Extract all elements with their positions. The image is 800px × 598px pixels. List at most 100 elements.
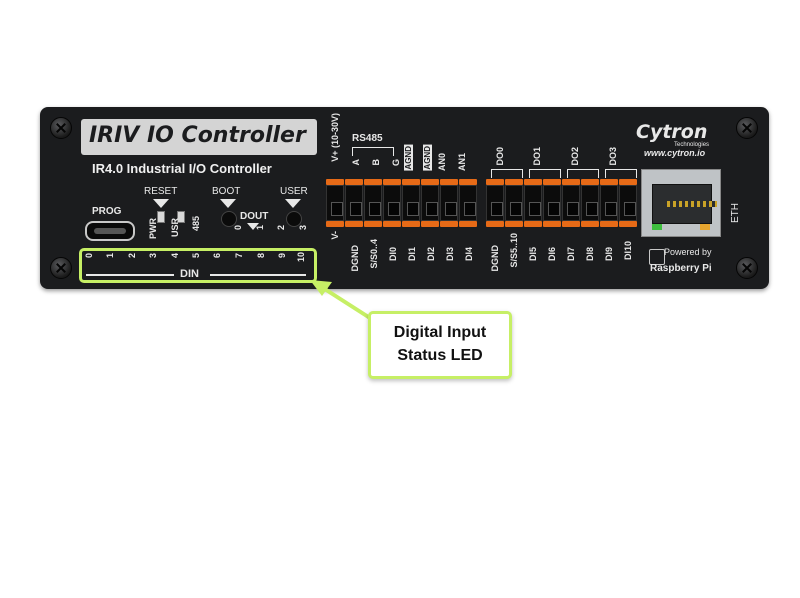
terminal-top-label-2: B	[371, 159, 381, 166]
brand-sub: Technologies	[674, 142, 710, 148]
device-title: IRIV IO Controller	[89, 123, 306, 148]
terminal-left-4[interactable]	[383, 179, 401, 227]
pwr-led	[157, 211, 165, 223]
terminal-bottom-label-1: DGND	[350, 245, 360, 272]
terminal-right-bottom-label-5: DI8	[585, 247, 595, 262]
din-bracket-left	[86, 274, 174, 276]
terminal-top-label-1: A	[351, 159, 361, 166]
terminal-right-bottom-label-2: DI5	[528, 247, 538, 262]
rs485-bracket	[352, 147, 394, 156]
terminal-right-2[interactable]	[505, 179, 523, 227]
rs485-label: RS485	[352, 133, 383, 144]
ethernet-link-led	[652, 224, 662, 230]
terminal-bottom-label-5: DI2	[426, 247, 436, 262]
screw-top-left	[50, 117, 72, 139]
terminal-left-1[interactable]	[326, 179, 344, 227]
terminal-right-bottom-label-7: DI10	[623, 241, 633, 261]
usr-label: USR	[170, 218, 180, 238]
terminal-right-bottom-label-6: DI9	[604, 247, 614, 262]
terminal-right-4[interactable]	[543, 179, 561, 227]
prog-label: PROG	[92, 206, 122, 217]
title-plate: IRIV IO Controller	[81, 119, 317, 155]
terminal-top-label-3: G	[391, 159, 401, 167]
dout-bracket-0	[491, 169, 523, 178]
din-highlight-box	[79, 248, 317, 283]
terminal-bottom-label-2: S/S0..4	[369, 239, 379, 269]
usr-led	[177, 211, 185, 223]
ethernet-pins	[667, 201, 717, 207]
reset-arrow-icon	[153, 199, 169, 208]
dout-led-label-0: 0	[233, 225, 243, 231]
device-subtitle: IR4.0 Industrial I/O Controller	[92, 161, 272, 176]
user-button[interactable]	[286, 211, 302, 227]
callout-box: Digital Input Status LED	[368, 311, 512, 379]
terminal-top-label-0: V+ (10-30V)	[330, 113, 340, 162]
dout-arrow-icon	[247, 223, 259, 230]
ethernet-socket	[652, 184, 717, 224]
io-controller-front-panel: IRIV IO Controller IR4.0 Industrial I/O …	[40, 107, 769, 289]
raspberry-pi-icon	[649, 249, 665, 265]
dout-group-label-2: DO2	[570, 147, 580, 166]
pwr-label: PWR	[148, 218, 158, 239]
boot-label: BOOT	[212, 186, 241, 197]
terminal-bottom-label-0: V-	[330, 231, 340, 240]
terminal-left-2[interactable]	[345, 179, 363, 227]
terminal-right-1[interactable]	[486, 179, 504, 227]
ethernet-port[interactable]	[641, 169, 721, 237]
terminal-bottom-label-4: DI1	[407, 247, 417, 262]
dout-bracket-1	[529, 169, 561, 178]
terminal-right-8[interactable]	[619, 179, 637, 227]
terminal-left-6[interactable]	[421, 179, 439, 227]
callout-line-2: Status LED	[397, 347, 483, 364]
dout-bracket-3	[605, 169, 637, 178]
din-label: DIN	[180, 268, 199, 280]
terminal-top-label-5: AGND	[423, 145, 432, 171]
terminal-right-3[interactable]	[524, 179, 542, 227]
usb-c-port	[85, 221, 135, 241]
boot-arrow-icon	[220, 199, 236, 208]
terminal-right-bottom-label-1: S/S5..10	[509, 233, 519, 268]
terminal-bottom-label-7: DI4	[464, 247, 474, 262]
terminal-bottom-label-3: DI0	[388, 247, 398, 262]
reset-label: RESET	[144, 186, 178, 197]
screw-bottom-left	[50, 257, 72, 279]
terminal-right-5[interactable]	[562, 179, 580, 227]
din-bracket-right	[210, 274, 306, 276]
screw-bottom-right	[736, 257, 758, 279]
ethernet-activity-led	[700, 224, 710, 230]
dout-led-label-2: 2	[276, 225, 286, 231]
dout-led-label-3: 3	[298, 225, 308, 231]
terminal-top-label-7: AN1	[457, 153, 467, 172]
terminal-top-label-6: AN0	[437, 153, 447, 172]
powered-by-name: Raspberry Pi	[650, 263, 712, 274]
terminal-right-bottom-label-0: DGND	[490, 245, 500, 272]
terminal-right-bottom-label-3: DI6	[547, 247, 557, 262]
rs485-led-label: 485	[191, 216, 201, 232]
terminal-right-bottom-label-4: DI7	[566, 247, 576, 262]
dout-bracket-2	[567, 169, 599, 178]
user-arrow-icon	[285, 199, 301, 208]
callout-text: Digital Input Status LED	[371, 321, 509, 367]
terminal-right-6[interactable]	[581, 179, 599, 227]
terminal-left-3[interactable]	[364, 179, 382, 227]
dout-group-label-1: DO1	[532, 147, 542, 166]
dout-led-label-1: 1	[255, 225, 265, 231]
eth-label: ETH	[730, 203, 741, 223]
boot-button[interactable]	[221, 211, 237, 227]
terminal-bottom-label-6: DI3	[445, 247, 455, 262]
screw-top-right	[736, 117, 758, 139]
callout-arrow-icon	[310, 280, 372, 320]
callout-line-1: Digital Input	[393, 324, 487, 341]
dout-group-label-3: DO3	[608, 147, 618, 166]
terminal-left-8[interactable]	[459, 179, 477, 227]
powered-by-label: Powered by	[664, 247, 712, 257]
terminal-left-7[interactable]	[440, 179, 458, 227]
dout-label: DOUT	[240, 211, 269, 222]
dout-group-label-0: DO0	[495, 147, 505, 166]
website: www.cytron.io	[644, 148, 706, 158]
brand-logo: Cytron	[636, 121, 708, 143]
user-label: USER	[280, 186, 308, 197]
terminal-top-label-4: AGND	[404, 145, 413, 171]
terminal-left-5[interactable]	[402, 179, 420, 227]
terminal-right-7[interactable]	[600, 179, 618, 227]
